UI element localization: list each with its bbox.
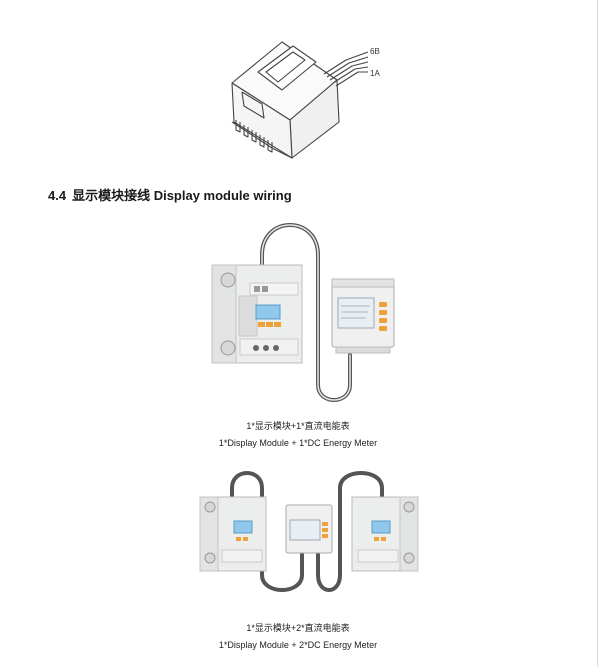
figure1-illustration bbox=[211, 223, 395, 402]
figure2-illustration bbox=[199, 471, 419, 592]
figure2-cable-right bbox=[316, 471, 384, 592]
section-heading: 4.4 显示模块接线 Display module wiring bbox=[48, 185, 292, 204]
figure1-caption-en: 1*Display Module + 1*DC Energy Meter bbox=[218, 438, 378, 448]
figure1-caption-cn: 1*显示模块+1*直流电能表 bbox=[246, 421, 350, 431]
section-number: 4.4 bbox=[48, 188, 67, 203]
section-title: 显示模块接线 Display module wiring bbox=[72, 188, 292, 203]
page-edge bbox=[597, 0, 598, 667]
dc-energy-meter-left bbox=[199, 496, 267, 572]
rj-connector-illustration bbox=[231, 41, 369, 159]
dc-energy-meter-right bbox=[351, 496, 419, 572]
figure2-caption-cn: 1*显示模块+2*直流电能表 bbox=[246, 623, 350, 633]
figure2-cable-left bbox=[230, 471, 304, 592]
figure2-caption-en: 1*Display Module + 2*DC Energy Meter bbox=[218, 640, 378, 650]
display-module-2 bbox=[285, 504, 333, 554]
pin-label-6b: 6B bbox=[370, 47, 380, 56]
dc-energy-meter-1 bbox=[211, 264, 303, 364]
display-module-1 bbox=[331, 278, 395, 354]
figure1-cable bbox=[260, 223, 352, 402]
pin-label-1a: 1A bbox=[370, 69, 380, 78]
